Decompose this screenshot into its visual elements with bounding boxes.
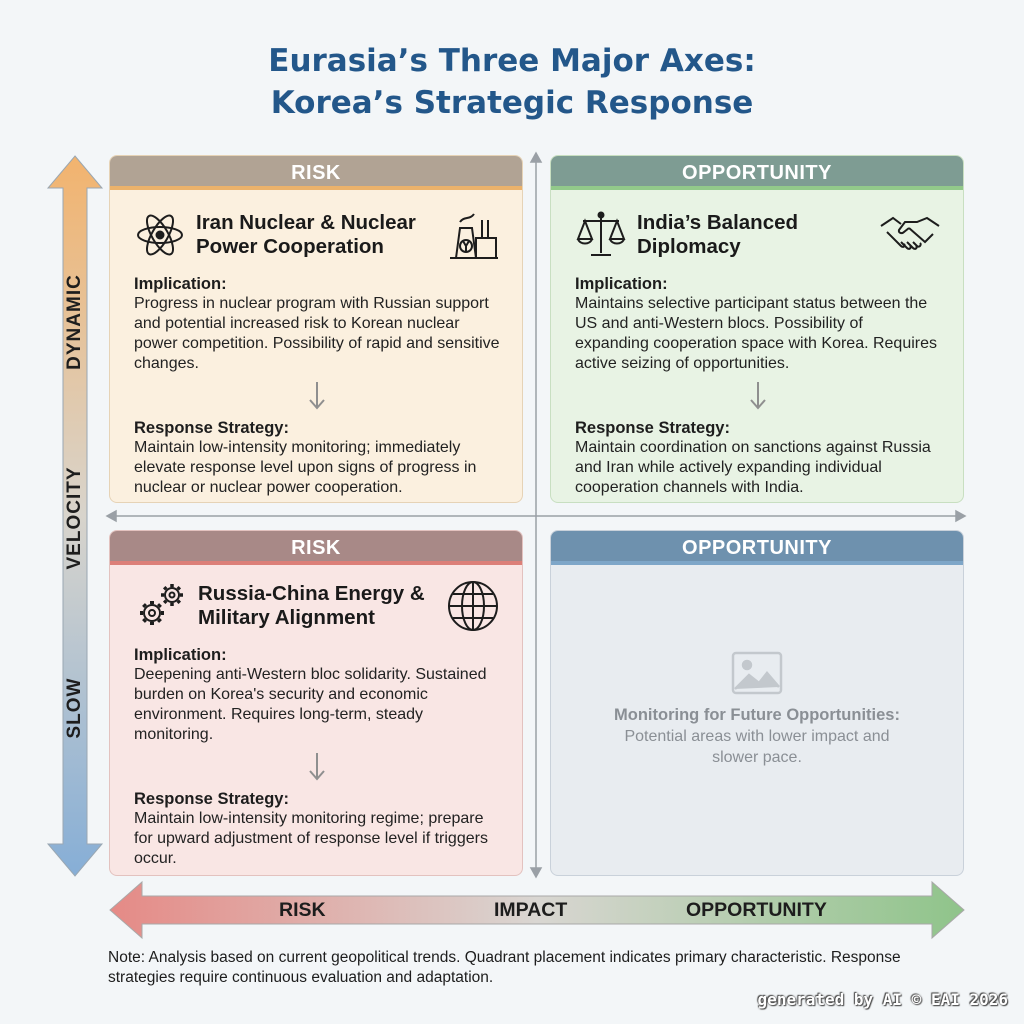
quadrant-title: India’s Balanced Diplomacy	[637, 211, 799, 258]
implication-label: Implication:	[575, 275, 668, 293]
down-arrow-icon	[134, 745, 500, 789]
implication-text: Deepening anti-Western bloc solidarity. …	[134, 666, 487, 743]
quadrant-top-left-risk: RISK Iran Nuclear & Nuclear Power Cooper…	[109, 155, 523, 503]
velocity-axis-arrow-icon	[46, 155, 104, 877]
balance-scale-icon	[575, 209, 627, 261]
quadrant-header: OPPORTUNITY	[551, 156, 963, 190]
response-strategy-label: Response Strategy:	[134, 419, 289, 437]
page-title-line-2: Korea’s Strategic Response	[270, 85, 754, 121]
implication-text: Progress in nuclear program with Russian…	[134, 295, 500, 372]
quadrant-bottom-right-opportunity: OPPORTUNITY Monitoring for Future Opport…	[550, 530, 964, 876]
future-opportunities-placeholder: Monitoring for Future Opportunities: Pot…	[551, 651, 963, 768]
quadrant-header: OPPORTUNITY	[551, 531, 963, 565]
placeholder-text: Potential areas with lower impact and sl…	[624, 728, 890, 766]
quadrant-bottom-left-risk: RISK	[109, 530, 523, 876]
credit-watermark: generated by AI © EAI 2026	[757, 990, 1008, 1009]
response-strategy-label: Response Strategy:	[134, 790, 289, 808]
footnote: Note: Analysis based on current geopolit…	[108, 949, 901, 986]
response-strategy-text: Maintain low-intensity monitoring regime…	[134, 810, 488, 867]
implication-text: Maintains selective participant status b…	[575, 295, 938, 372]
implication-label: Implication:	[134, 646, 227, 664]
quadrant-header: RISK	[110, 531, 522, 565]
impact-axis-title: IMPACT	[494, 899, 568, 921]
page-title-line-1: Eurasia’s Three Major Axes:	[268, 43, 756, 79]
quadrant-header: RISK	[110, 156, 522, 190]
quadrant-title: Iran Nuclear & Nuclear Power Cooperation	[196, 211, 416, 258]
nuclear-plant-icon	[446, 208, 500, 262]
page-title: Eurasia’s Three Major Axes: Korea’s Stra…	[0, 40, 1024, 124]
down-arrow-icon	[575, 374, 941, 418]
implication-label: Implication:	[134, 275, 227, 293]
gears-icon	[134, 579, 188, 633]
velocity-axis: DYNAMIC VELOCITY SLOW	[46, 154, 104, 878]
impact-axis: RISK IMPACT OPPORTUNITY	[108, 880, 966, 940]
image-placeholder-icon	[731, 651, 783, 695]
quadrant-top-right-opportunity: OPPORTUNITY India’s Balanced Diplomacy	[550, 155, 964, 503]
impact-axis-left-label: RISK	[279, 899, 326, 921]
impact-axis-arrow-icon	[109, 880, 965, 940]
impact-axis-right-label: OPPORTUNITY	[686, 899, 827, 921]
atom-icon	[134, 209, 186, 261]
quadrant-title: Russia-China Energy & Military Alignment	[198, 582, 425, 629]
response-strategy-text: Maintain coordination on sanctions again…	[575, 439, 931, 496]
response-strategy-text: Maintain low-intensity monitoring; immed…	[134, 439, 477, 496]
handshake-icon	[879, 212, 941, 258]
globe-icon	[446, 579, 500, 633]
response-strategy-label: Response Strategy:	[575, 419, 730, 437]
placeholder-label: Monitoring for Future Opportunities:	[614, 706, 900, 724]
down-arrow-icon	[134, 374, 500, 418]
